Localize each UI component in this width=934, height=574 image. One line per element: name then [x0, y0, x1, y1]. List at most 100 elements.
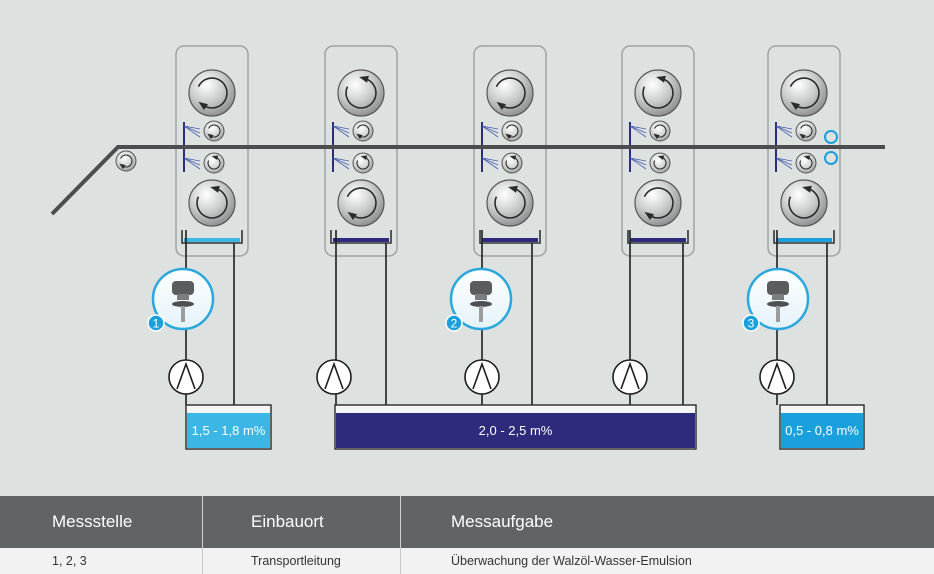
sensor-number: 1: [153, 317, 160, 331]
collecting-tray: [773, 230, 835, 244]
spray-jet: [775, 157, 793, 170]
rotation-arrow-icon: [495, 77, 526, 109]
pump-4: [612, 359, 648, 395]
spray-jet: [481, 157, 499, 166]
rotation-arrow-icon-head: [657, 155, 665, 161]
metal-strip: [50, 145, 885, 216]
spray-jet: [629, 157, 647, 162]
mill-stand-frame: [767, 45, 841, 257]
tank-liquid: [781, 413, 863, 448]
table-header: Messstelle Einbauort Messaufgabe: [0, 496, 934, 548]
backup-roll-bottom: [634, 179, 682, 227]
rotation-arrow-icon-head: [198, 101, 209, 111]
rotation-arrow-icon: [788, 187, 820, 219]
pump-chevron: [620, 361, 640, 390]
collecting-tray: [330, 230, 392, 244]
rotation-arrow-icon-head: [644, 211, 655, 221]
sensor-probe: [181, 306, 185, 322]
sensor-neck: [475, 294, 487, 300]
rotation-arrow-icon-head: [359, 75, 369, 83]
rotation-arrow-icon-head: [347, 211, 358, 221]
spray-jet: [629, 125, 647, 130]
sensor-1: 1: [147, 267, 215, 332]
rotation-arrow-icon: [208, 124, 221, 138]
spray-jet: [775, 157, 793, 166]
sensor-neck: [772, 294, 784, 300]
tank-liquid: [187, 413, 270, 448]
rotation-arrow-icon: [799, 156, 813, 170]
spray-jet: [332, 157, 350, 166]
rotation-arrow-icon-head: [505, 133, 512, 140]
work-roll-bottom: [649, 152, 671, 174]
backup-roll-bottom: [337, 179, 385, 227]
rotation-arrow-icon-head: [799, 133, 806, 140]
rotation-arrow-icon: [505, 156, 519, 170]
tank-liquid: [336, 413, 695, 448]
tank-concentration-label: 2,0 - 2,5 m%: [479, 423, 553, 438]
sensor-number-badge: [742, 314, 760, 332]
work-roll-bottom: [352, 152, 374, 174]
pump-3: [464, 359, 500, 395]
tray-emulsion: [630, 238, 686, 242]
mill-stand-5: [767, 45, 841, 257]
sensor-probe: [479, 306, 483, 322]
rotation-arrow-icon: [357, 124, 370, 138]
backup-roll-top: [188, 69, 236, 117]
spray-jet: [481, 125, 499, 138]
work-roll-top: [649, 120, 671, 142]
work-roll-bottom: [501, 152, 523, 174]
spray-jet: [629, 125, 647, 134]
spray-jet: [775, 125, 793, 138]
spray-jet: [629, 157, 647, 166]
rotation-arrow-icon: [207, 156, 221, 170]
rotation-arrow-icon-head: [119, 163, 126, 170]
sensor-number-badge: [147, 314, 165, 332]
backup-roll-top: [337, 69, 385, 117]
cell-messaufgabe: Überwachung der Walzöl-Wasser-Emulsion: [400, 548, 934, 574]
pump-chevron: [472, 361, 492, 390]
radar-sensor-icon: [172, 281, 194, 295]
rotation-arrow-icon: [196, 187, 228, 219]
sensor-number: 3: [748, 317, 755, 331]
rotation-arrow-icon-head: [211, 155, 219, 161]
work-roll-top: [203, 120, 225, 142]
pump-chevron: [324, 361, 344, 390]
tank-2: 2,0 - 2,5 m%: [334, 404, 697, 450]
spray-jet: [332, 125, 350, 138]
tray-emulsion: [776, 238, 832, 242]
tray-emulsion: [482, 238, 538, 242]
sensor-flange: [470, 301, 492, 307]
rotation-arrow-icon-head: [802, 185, 812, 193]
mill-stand-3: [473, 45, 547, 257]
spray-jet: [629, 125, 647, 138]
work-roll-top: [501, 120, 523, 142]
rotation-arrow-icon: [789, 77, 820, 109]
header-messaufgabe: Messaufgabe: [400, 496, 934, 548]
spray-jet: [183, 157, 201, 162]
rotation-arrow-icon-head: [508, 185, 518, 193]
sensor-neck: [177, 294, 189, 300]
sensor-number-badge: [445, 314, 463, 332]
backup-roll-bottom: [188, 179, 236, 227]
sensor-2: 2: [445, 267, 513, 332]
sensor-3: 3: [742, 267, 810, 332]
tank-concentration-label: 1,5 - 1,8 m%: [192, 423, 266, 438]
pump-2: [316, 359, 352, 395]
rotation-arrow-icon: [197, 77, 228, 109]
spray-jet: [332, 125, 350, 130]
rotation-arrow-icon: [643, 187, 674, 219]
spray-jet: [775, 125, 793, 134]
spray-jet: [183, 125, 201, 138]
pump-chevron: [767, 361, 787, 390]
collecting-tray: [479, 230, 541, 244]
pump-5: [759, 359, 795, 395]
spray-jet: [332, 125, 350, 134]
rotation-arrow-icon-head: [509, 155, 517, 161]
backup-roll-bottom: [780, 179, 828, 227]
work-roll-bottom: [203, 152, 225, 174]
rotation-arrow-icon: [506, 124, 519, 138]
rotation-arrow-icon-head: [496, 101, 507, 111]
rotation-arrow-icon-head: [360, 155, 368, 161]
mill-stand-frame: [473, 45, 547, 257]
spray-jet: [629, 157, 647, 170]
